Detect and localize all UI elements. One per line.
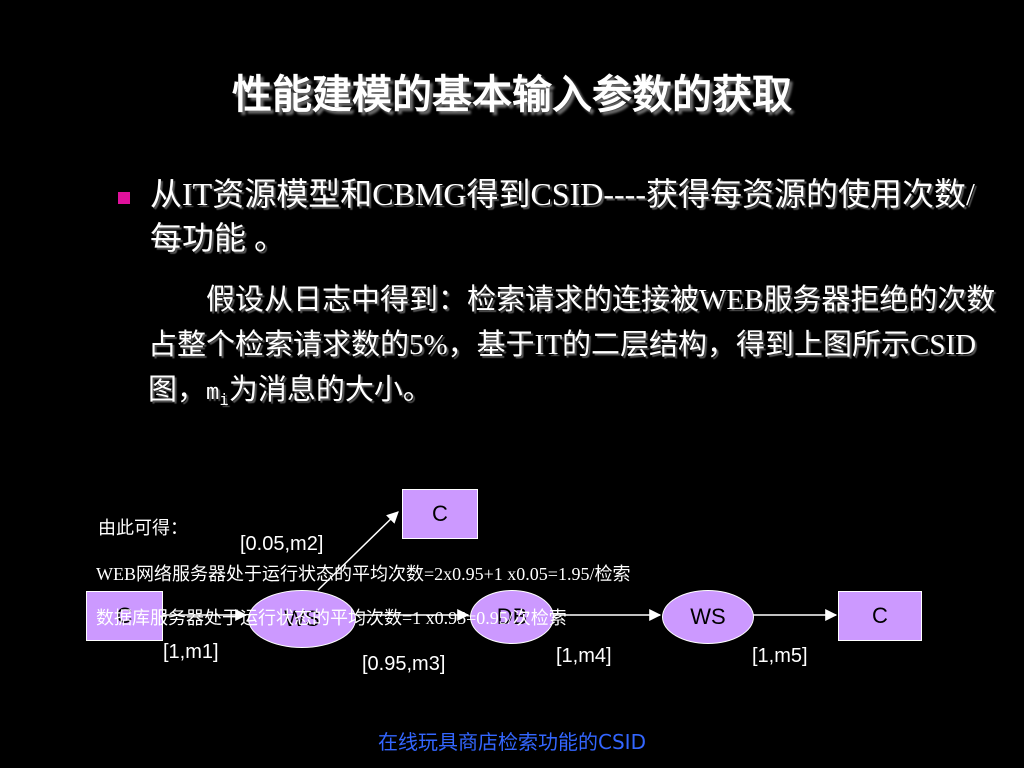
bullet-text: 从IT资源模型和CBMG得到CSID----获得每资源的使用次数/每功能 。: [150, 176, 975, 256]
diagram-caption: 在线玩具商店检索功能的CSID: [378, 730, 646, 754]
node-c-end: C: [838, 591, 922, 641]
paragraph-text-1: 假设从日志中得到：检索请求的连接被WEB服务器拒绝的次数占整个检索请求数的5%，…: [148, 284, 996, 406]
paragraph-subscript: i: [219, 390, 229, 409]
edge-label-m4: [1,m4]: [556, 645, 612, 667]
edge-label-m2: [0.05,m2]: [240, 533, 324, 555]
edge-label-m1: [1,m1]: [163, 641, 219, 663]
edge-ws-ctop: [317, 511, 399, 591]
note-db-server: 数据库服务器处于运行状态的平均次数=1 x0.95=0.95/次检索: [96, 608, 567, 628]
node-ws-2: WS: [662, 590, 754, 644]
node-c-top: C: [402, 489, 478, 539]
paragraph-text-2: 为消息的大小。: [228, 374, 432, 406]
edge-label-m3: [0.95,m3]: [362, 653, 446, 675]
node-db: DB: [470, 590, 554, 644]
note-web-server: WEB网络服务器处于运行状态的平均次数=2x0.95+1 x0.05=1.95/…: [96, 564, 631, 584]
edge-label-m5: [1,m5]: [752, 645, 808, 667]
paragraph-m-symbol: m: [206, 380, 220, 405]
note-label: 由此可得：: [98, 518, 188, 538]
node-ws-1: WS: [248, 590, 356, 648]
bullet-square-icon: [118, 192, 130, 204]
node-c-start: C: [86, 591, 163, 641]
assumption-paragraph: 假设从日志中得到：检索请求的连接被WEB服务器拒绝的次数占整个检索请求数的5%，…: [148, 278, 998, 422]
slide-title: 性能建模的基本输入参数的获取: [232, 72, 792, 118]
